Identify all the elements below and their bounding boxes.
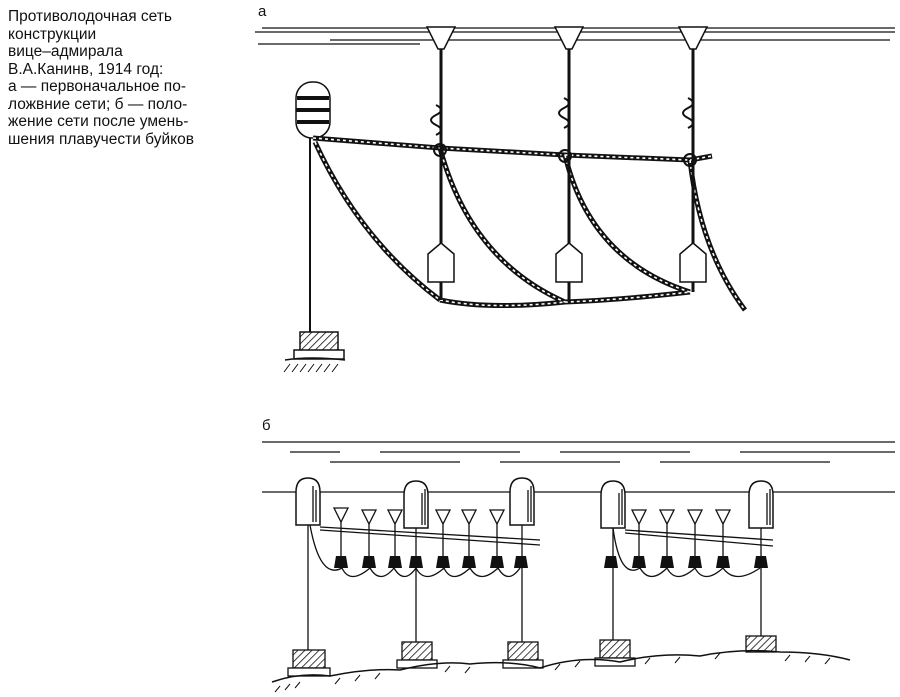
panel-b: б: [262, 417, 895, 693]
net-rope: [312, 135, 748, 312]
sinker-weight-icon: [427, 242, 707, 283]
caption-line: Противолодочная сеть: [8, 8, 172, 25]
small-float-icon: [332, 507, 732, 526]
seabed: [271, 649, 851, 683]
anchor-block-icon: [283, 331, 346, 373]
caption-line: В.А.Канинв, 1914 год:: [8, 60, 164, 78]
suspension-line: [439, 49, 695, 302]
caption-line: а — первоначальное по-: [8, 78, 186, 95]
panel-a: а: [255, 3, 895, 373]
caption-line: жение сети после умень-: [8, 113, 189, 130]
caption-line: шения плавучести буйков: [8, 130, 194, 148]
surface-float-icon: [425, 26, 709, 50]
panel-b-label: б: [262, 417, 271, 434]
panel-a-label: а: [258, 3, 267, 20]
caption-line: ложвние сети; б — поло-: [8, 95, 188, 113]
water-surface-b: [262, 441, 895, 493]
caption-line: конструкции: [8, 25, 97, 43]
figure-caption: Противолодочная сеть конструкции вице–ад…: [8, 8, 248, 148]
mooring-buoy-icon: [295, 81, 331, 139]
caption-line: вице–адмирала: [8, 43, 123, 60]
rope-knot-icon: [430, 97, 697, 167]
sinker-weight-icon: [334, 556, 768, 568]
net-rope-b: [309, 522, 774, 578]
anchor-line: [307, 525, 762, 650]
